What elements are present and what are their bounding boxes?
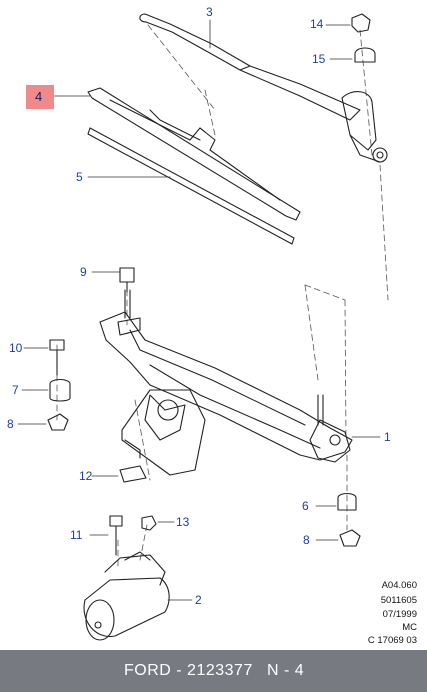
callout-12[interactable]: 12 <box>79 469 93 483</box>
wiper-arm <box>139 13 388 163</box>
callout-15[interactable]: 15 <box>312 52 326 66</box>
footer-bar: FORD - 2123377 N - 4 <box>0 650 427 692</box>
callout-13[interactable]: 13 <box>176 515 190 529</box>
callout-7[interactable]: 7 <box>12 383 19 397</box>
ref-date: 07/1999 <box>382 609 417 620</box>
callout-11[interactable]: 11 <box>70 528 83 542</box>
callout-5[interactable]: 5 <box>76 170 83 184</box>
wiper-linkage <box>99 289 353 463</box>
callout-9[interactable]: 9 <box>80 265 87 279</box>
small-hardware <box>47 13 376 556</box>
wiper-exploded-diagram <box>17 13 389 641</box>
callout-8-right[interactable]: 8 <box>303 533 310 547</box>
ref-code: A04.060 <box>381 580 417 591</box>
wiper-blade <box>87 87 301 221</box>
callout-14[interactable]: 14 <box>310 17 324 31</box>
callout-10[interactable]: 10 <box>9 341 23 355</box>
blade-insert <box>87 127 295 245</box>
wiper-motor <box>83 551 170 641</box>
ref-initials: MC <box>402 622 417 633</box>
callout-2[interactable]: 2 <box>195 593 202 607</box>
footer-part-number: FORD - 2123377 <box>124 662 253 679</box>
callout-8-left[interactable]: 8 <box>7 417 14 431</box>
callout-6[interactable]: 6 <box>302 499 309 513</box>
ref-drawing-id: C 17069 03 <box>367 635 417 646</box>
callout-1[interactable]: 1 <box>384 430 391 444</box>
motor-bracket <box>121 389 206 476</box>
callout-3[interactable]: 3 <box>206 5 213 19</box>
callout-4-label: 4 <box>35 89 43 104</box>
footer-position: N - 4 <box>267 662 305 679</box>
ref-number: 5011605 <box>380 595 417 606</box>
highlighted-callout-4[interactable]: 4 <box>26 85 54 109</box>
